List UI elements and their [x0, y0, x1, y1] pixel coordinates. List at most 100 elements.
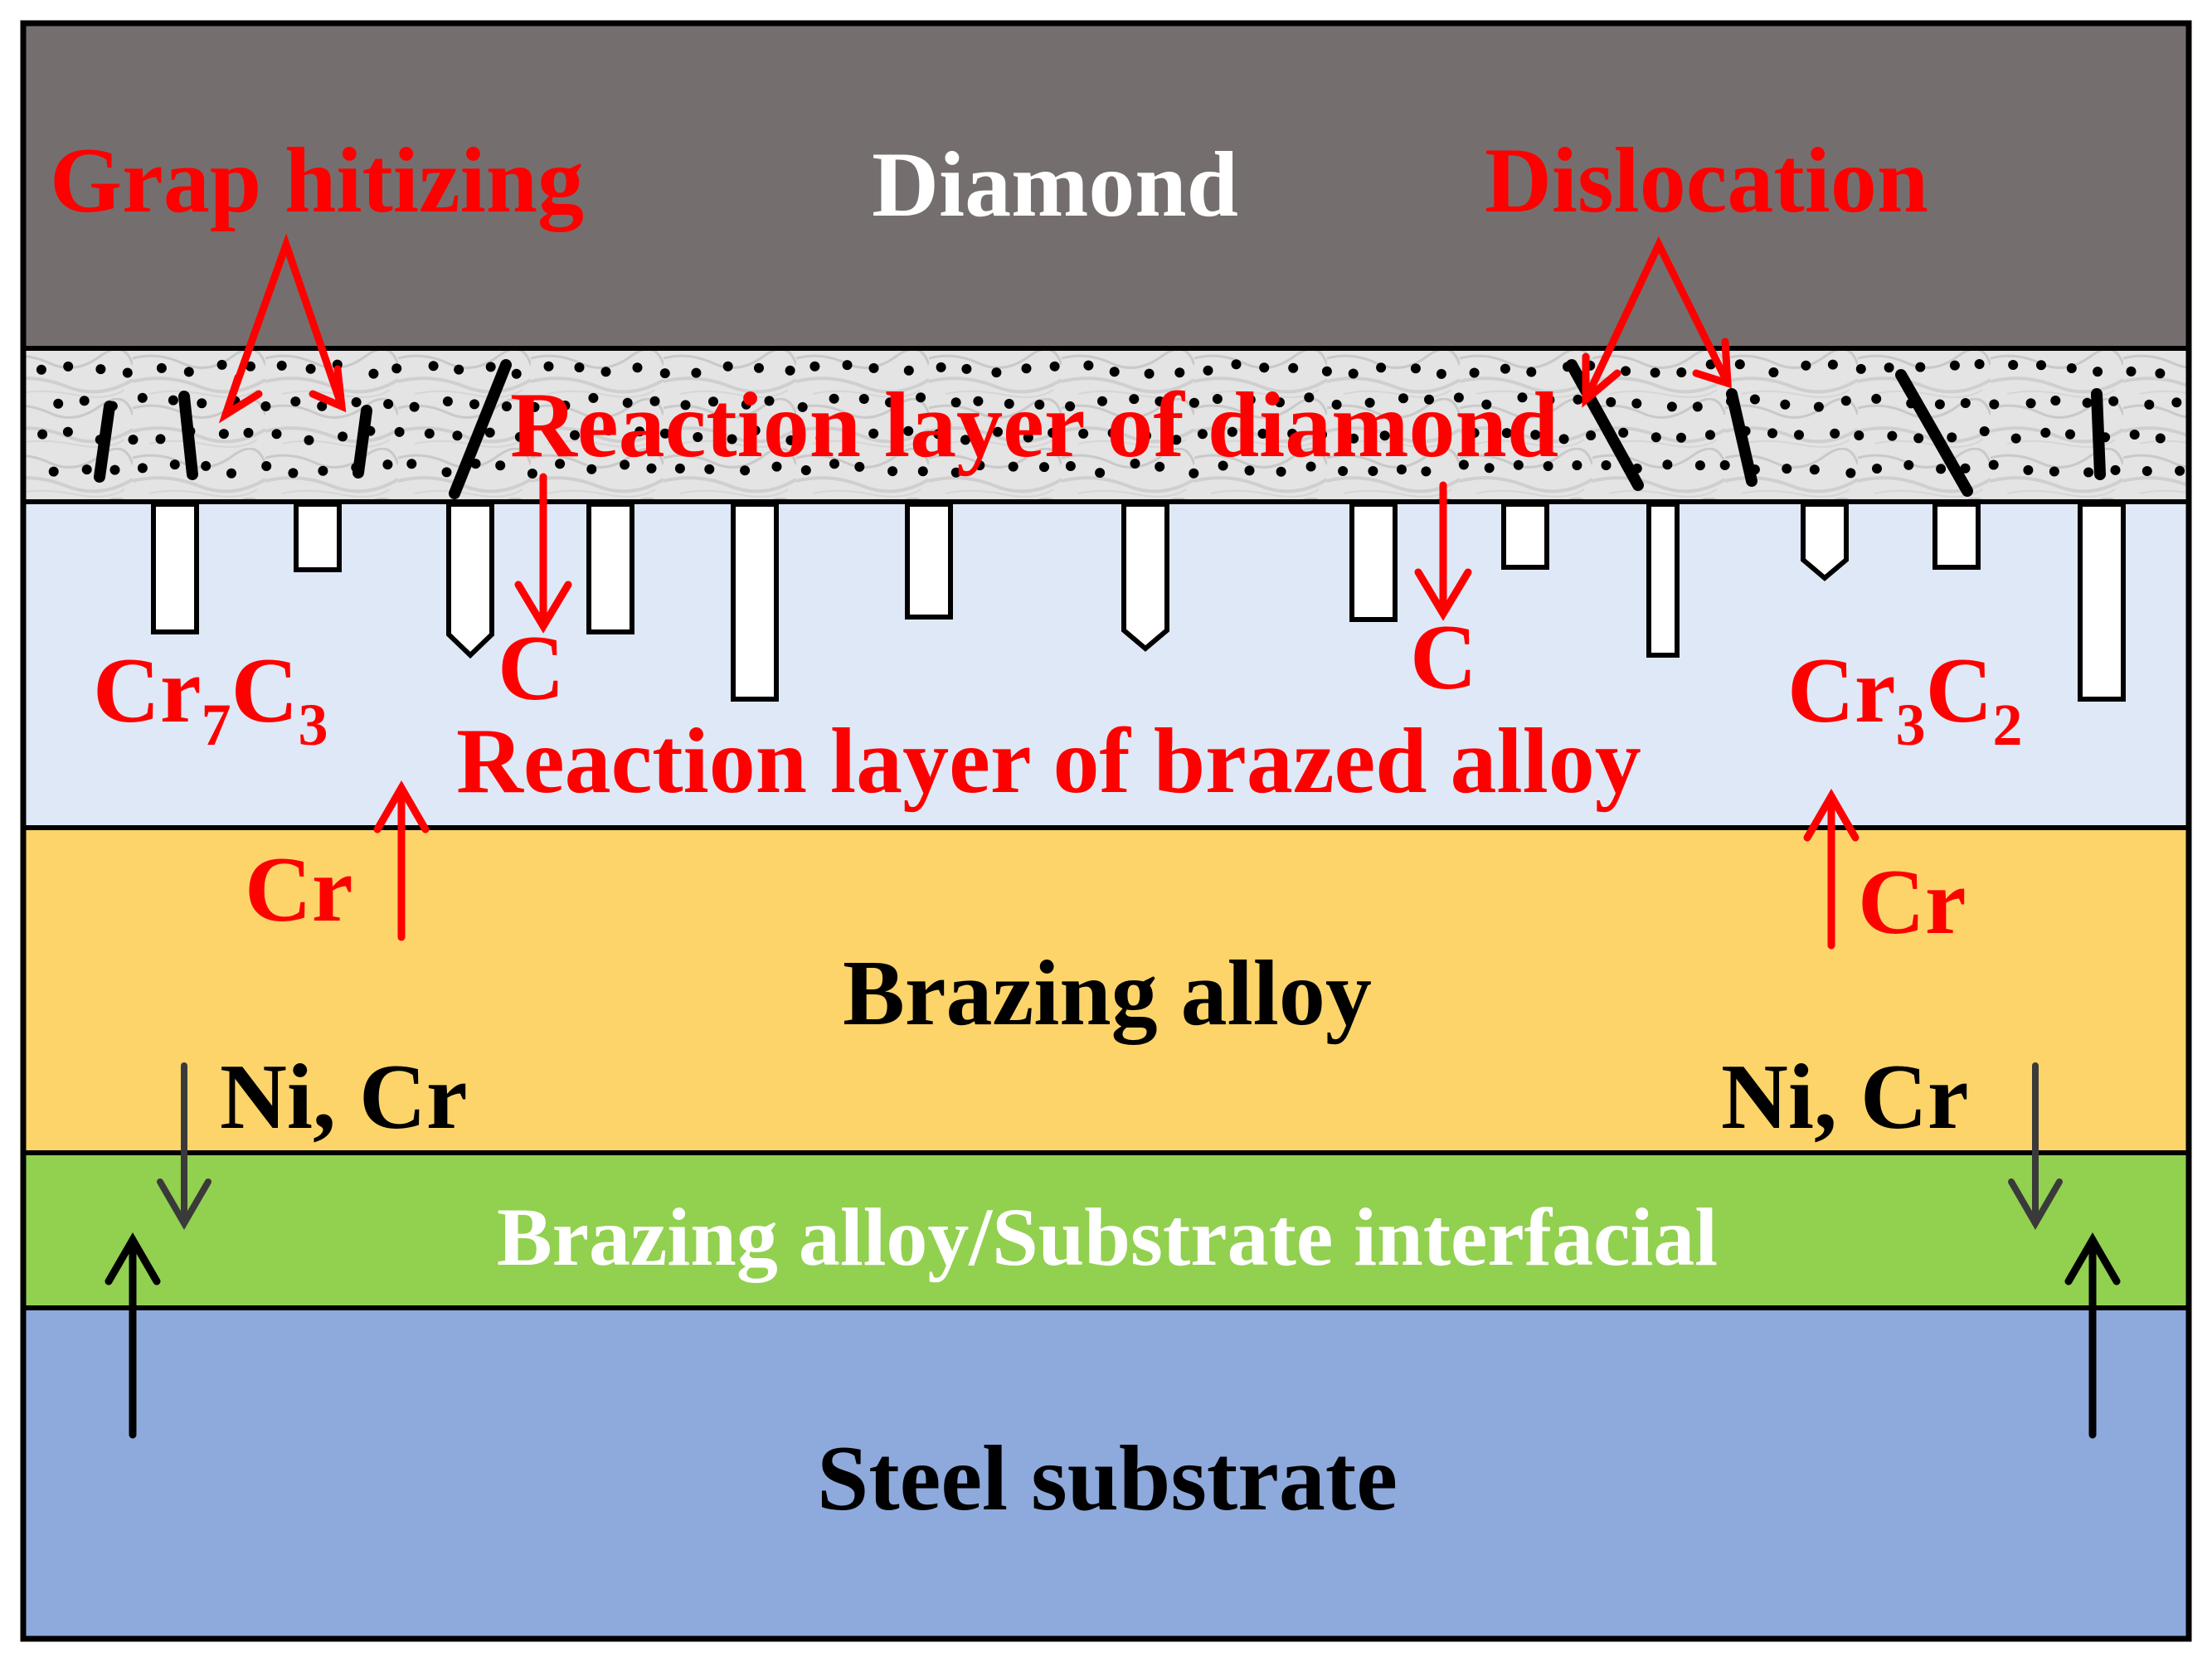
graphite-dot [183, 367, 194, 377]
graphite-dot [305, 363, 316, 374]
graphite-dot [63, 361, 74, 372]
graphite-dot [622, 397, 633, 408]
graphite-dot [137, 463, 148, 474]
graphite-dot [680, 400, 691, 411]
graphite-dot [1203, 365, 1213, 376]
graphite-dot [2110, 464, 2121, 475]
graphite-dot [1618, 427, 1629, 438]
graphite-dot [1107, 428, 1118, 439]
graphite-dot [37, 429, 48, 440]
graphite-dot [1662, 459, 1673, 470]
graphite-dot [1809, 464, 1820, 475]
graphite-dot [1650, 432, 1661, 443]
graphite-dot [338, 431, 348, 442]
graphite-dot [1694, 460, 1705, 471]
graphite-dot [2065, 429, 2075, 440]
graphite-dot [261, 461, 272, 471]
graphite-dot [991, 367, 1002, 378]
graphite-dot [1174, 367, 1185, 378]
graphite-dot [903, 425, 914, 436]
graphite-dot [1719, 459, 1730, 470]
graphite-dot [1887, 430, 1898, 441]
graphite-dot [754, 362, 764, 373]
graphite-dot [1794, 430, 1804, 440]
graphite-dot [382, 459, 393, 470]
graphite-dot [1023, 432, 1033, 443]
graphite-dot [1379, 430, 1390, 441]
diamond-label: Diamond [872, 134, 1238, 236]
graphite-dot [383, 399, 394, 410]
graphite-dot [975, 460, 985, 471]
graphite-dot [646, 463, 657, 474]
graphite-dot [708, 396, 718, 407]
layer-boundaries [23, 346, 2189, 1310]
graphite-dot [800, 465, 811, 475]
graphite-dot [2175, 465, 2185, 476]
graphite-dot [843, 435, 853, 445]
graphite-dot [318, 465, 328, 476]
graphite-dot [1936, 464, 1947, 474]
graphite-dot [2083, 467, 2094, 478]
steel-substrate-label: Steel substrate [817, 1427, 1398, 1530]
graphite-dot [1349, 433, 1359, 444]
graphite-dot [1034, 399, 1045, 410]
graphite-dot [555, 459, 566, 469]
graphite-dot [137, 392, 148, 403]
graphite-dot [1376, 362, 1387, 373]
graphite-dot [2010, 433, 2021, 444]
substrate-arrows [105, 1232, 2121, 1439]
graphite-dot [1331, 399, 1342, 410]
graphite-dot [1469, 428, 1480, 438]
graphite-dots [36, 359, 2185, 479]
graphite-dashes [94, 359, 2106, 499]
graphite-dot [226, 468, 236, 479]
graphite-dot [1481, 399, 1492, 410]
graphite-dot [1304, 392, 1315, 403]
graphite-dot [620, 459, 630, 470]
graphite-dot [1767, 428, 1777, 439]
graphite-dot [1543, 461, 1553, 471]
graphite-dot [1144, 368, 1155, 379]
graphite-dot [1572, 460, 1582, 470]
graphite-dot [750, 425, 761, 435]
outer-frame [20, 20, 2192, 1642]
graphite-dot [1305, 461, 1316, 472]
graphite-dot [1227, 426, 1237, 437]
graphite-dot [543, 426, 554, 437]
graphite-dot [304, 435, 314, 445]
graphite-dot [903, 365, 914, 376]
graphite-dot [1097, 396, 1107, 406]
graphite-dot [916, 392, 926, 403]
graphite-dot [469, 399, 479, 410]
graphite-dot [1526, 367, 1537, 377]
graphite-dot [933, 429, 944, 440]
graphite-dot [1338, 466, 1349, 476]
carbon-label-right: C [1410, 606, 1477, 709]
graphite-dot [2155, 433, 2166, 444]
graphite-dot [885, 397, 895, 408]
nicr-label-right: Ni, Cr [1721, 1046, 1969, 1149]
graphite-dot [632, 362, 643, 373]
graphite-dot [1840, 396, 1851, 406]
graphite-dot [1845, 468, 1856, 479]
graphite-dot [1500, 363, 1510, 374]
nicr-label-left: Ni, Cr [220, 1046, 468, 1149]
graphite-dot [1245, 395, 1256, 405]
graphite-dot [1048, 427, 1058, 438]
graphite-dot [1109, 367, 1120, 377]
graphite-dot [858, 394, 869, 404]
graphite-dot [1155, 461, 1165, 472]
graphite-dot [2144, 399, 2155, 410]
graphite-dot [1558, 434, 1569, 445]
graphite-dot [1348, 368, 1359, 379]
graphite-dot [1321, 366, 1332, 377]
graphite-dot [128, 435, 139, 445]
graphite-dot [2142, 466, 2152, 476]
graphite-dot [829, 459, 839, 469]
graphite-dot [442, 396, 453, 406]
graphite-dot [246, 361, 255, 372]
graphite-dot [1288, 362, 1299, 373]
graphite-dot [2049, 466, 2059, 477]
graphite-dot [1218, 460, 1228, 471]
graphite-dot [1692, 401, 1703, 412]
